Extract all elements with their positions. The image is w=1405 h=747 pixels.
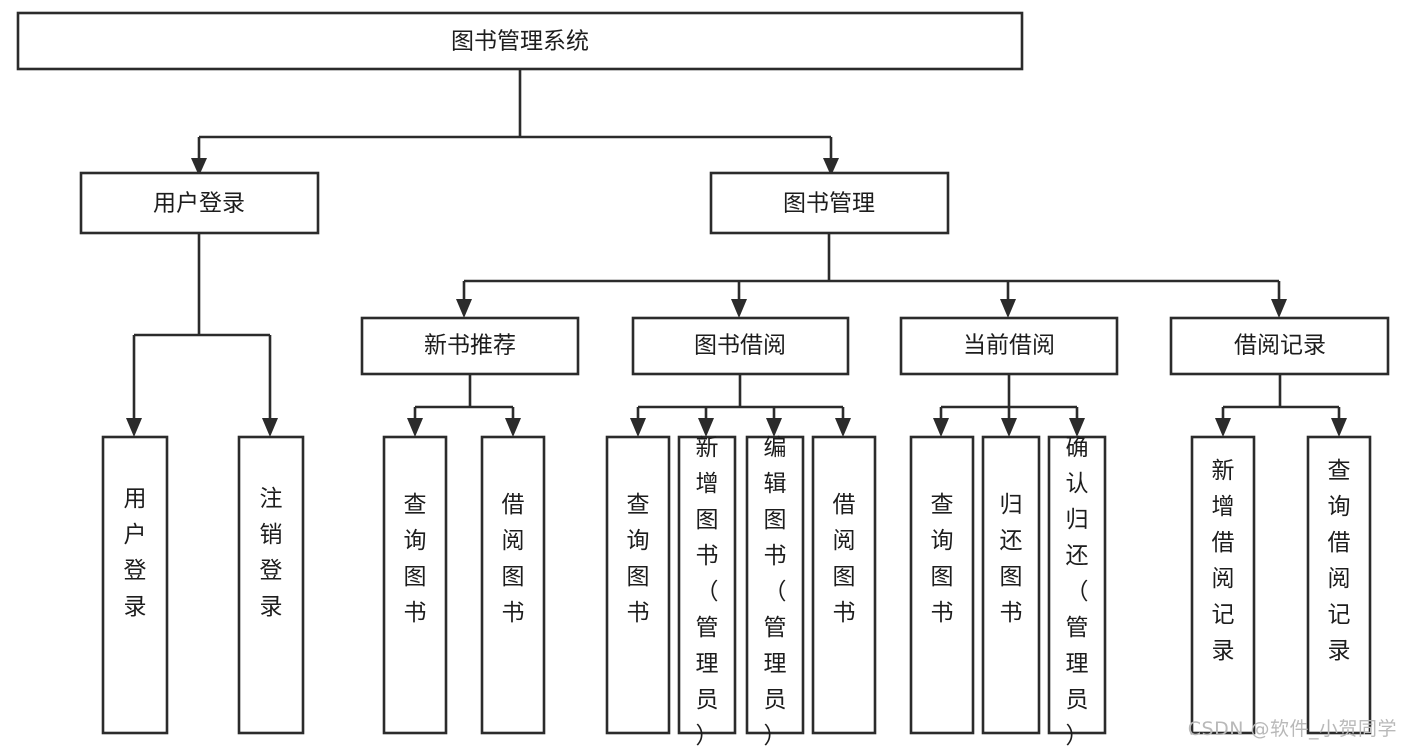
arrowhead-leaf-query-book-2 bbox=[630, 418, 646, 437]
arrowhead-leaf-borrow-book-1 bbox=[505, 418, 521, 437]
arrowhead-leaf-query-book-3 bbox=[933, 418, 949, 437]
node-leaf-borrow-book-1-label: 借阅图书 bbox=[502, 492, 525, 626]
node-login-label: 用户登录 bbox=[153, 191, 245, 217]
node-leaf-add-record[interactable]: 新增借阅记录 bbox=[1190, 435, 1256, 735]
node-current-label: 当前借阅 bbox=[963, 333, 1055, 359]
node-leaf-query-book-1[interactable]: 查询图书 bbox=[382, 435, 448, 735]
connector-bookmgmt-bus bbox=[462, 233, 1281, 301]
node-leaf-return-book[interactable]: 归还图书 bbox=[981, 435, 1041, 735]
node-leaf-confirm-return-label: 确认归还（管理员） bbox=[1066, 435, 1089, 747]
node-root-box[interactable] bbox=[16, 11, 1024, 71]
node-leaf-borrow-book-2-box[interactable] bbox=[811, 435, 877, 735]
node-records-label: 借阅记录 bbox=[1234, 333, 1326, 359]
node-leaf-edit-book-box[interactable] bbox=[745, 435, 805, 735]
arrowhead-current bbox=[1000, 299, 1016, 318]
node-newbook[interactable]: 新书推荐 bbox=[360, 316, 580, 376]
node-borrow[interactable]: 图书借阅 bbox=[631, 316, 850, 376]
node-current[interactable]: 当前借阅 bbox=[899, 316, 1119, 376]
arrowhead-leaf-user-logout bbox=[262, 418, 278, 437]
node-login-box[interactable] bbox=[79, 171, 320, 235]
node-root[interactable]: 图书管理系统 bbox=[16, 11, 1024, 71]
node-records[interactable]: 借阅记录 bbox=[1169, 316, 1390, 376]
node-borrow-label: 图书借阅 bbox=[694, 333, 786, 359]
node-leaf-user-logout-label: 注销登录 bbox=[260, 486, 283, 620]
node-newbook-label: 新书推荐 bbox=[424, 333, 516, 359]
node-newbook-box[interactable] bbox=[360, 316, 580, 376]
arrowhead-records bbox=[1271, 299, 1287, 318]
arrowhead-leaf-query-record bbox=[1331, 418, 1347, 437]
connector-borrow-bus bbox=[636, 374, 845, 420]
node-leaf-borrow-book-1-box[interactable] bbox=[480, 435, 546, 735]
arrowhead-leaf-borrow-book-2 bbox=[835, 418, 851, 437]
connector-records-bus bbox=[1221, 374, 1341, 420]
arrowhead-leaf-edit-book bbox=[766, 418, 782, 437]
node-records-box[interactable] bbox=[1169, 316, 1390, 376]
arrowhead-leaf-user-login bbox=[126, 418, 142, 437]
connector-login-bus bbox=[132, 233, 272, 420]
node-leaf-query-book-3-label: 查询图书 bbox=[931, 492, 954, 626]
node-leaf-borrow-book-2-label: 借阅图书 bbox=[833, 492, 856, 626]
connector-current-bus bbox=[939, 374, 1079, 420]
arrowhead-leaf-return-book bbox=[1001, 418, 1017, 437]
arrowhead-leaf-query-book-1 bbox=[407, 418, 423, 437]
node-leaf-query-book-2[interactable]: 查询图书 bbox=[605, 435, 671, 735]
arrowhead-leaf-add-book bbox=[698, 418, 714, 437]
node-leaf-borrow-book-2[interactable]: 借阅图书 bbox=[811, 435, 877, 735]
node-borrow-box[interactable] bbox=[631, 316, 850, 376]
node-leaf-query-record-label: 查询借阅记录 bbox=[1328, 458, 1351, 664]
node-bookmgmt-box[interactable] bbox=[709, 171, 950, 235]
node-root-label: 图书管理系统 bbox=[451, 29, 589, 55]
node-leaf-return-book-box[interactable] bbox=[981, 435, 1041, 735]
node-leaf-query-book-3-box[interactable] bbox=[909, 435, 975, 735]
arrowhead-login bbox=[191, 158, 207, 176]
connector-root-bus bbox=[197, 69, 833, 160]
node-leaf-add-record-box[interactable] bbox=[1190, 435, 1256, 735]
arrowhead-newbook bbox=[456, 299, 472, 318]
node-leaf-edit-book-label: 编辑图书（管理员） bbox=[764, 435, 787, 747]
connector-newbook-bus bbox=[413, 374, 515, 420]
csdn-watermark: CSDN @软件_小贺同学 bbox=[1187, 718, 1397, 740]
node-leaf-confirm-return-box[interactable] bbox=[1047, 435, 1107, 735]
node-leaf-add-book-label: 新增图书（管理员） bbox=[696, 435, 719, 747]
node-leaf-query-book-1-label: 查询图书 bbox=[404, 492, 427, 626]
arrowhead-bookmgmt bbox=[823, 158, 839, 176]
node-current-box[interactable] bbox=[899, 316, 1119, 376]
node-leaf-add-book[interactable]: 新增图书（管理员） bbox=[677, 435, 737, 747]
node-leaf-query-record-box[interactable] bbox=[1306, 435, 1372, 735]
node-leaf-query-book-2-label: 查询图书 bbox=[627, 492, 650, 626]
node-login[interactable]: 用户登录 bbox=[79, 171, 320, 235]
node-leaf-user-logout[interactable]: 注销登录 bbox=[237, 435, 305, 735]
node-leaf-query-book-3[interactable]: 查询图书 bbox=[909, 435, 975, 735]
arrowhead-leaf-add-record bbox=[1215, 418, 1231, 437]
node-bookmgmt[interactable]: 图书管理 bbox=[709, 171, 950, 235]
node-leaf-add-book-box[interactable] bbox=[677, 435, 737, 735]
node-leaf-user-login-box[interactable] bbox=[101, 435, 169, 735]
node-leaf-user-logout-box[interactable] bbox=[237, 435, 305, 735]
node-leaf-confirm-return[interactable]: 确认归还（管理员） bbox=[1047, 435, 1107, 747]
node-leaf-edit-book[interactable]: 编辑图书（管理员） bbox=[745, 435, 805, 747]
node-leaf-borrow-book-1[interactable]: 借阅图书 bbox=[480, 435, 546, 735]
node-leaf-add-record-label: 新增借阅记录 bbox=[1212, 458, 1235, 664]
connector-layer bbox=[126, 69, 1347, 437]
arrowhead-leaf-confirm-return bbox=[1069, 418, 1085, 437]
arrowhead-borrow bbox=[731, 299, 747, 318]
node-leaf-query-book-2-box[interactable] bbox=[605, 435, 671, 735]
node-leaf-user-login-label: 用户登录 bbox=[124, 486, 147, 620]
node-leaf-return-book-label: 归还图书 bbox=[1000, 492, 1023, 626]
node-bookmgmt-label: 图书管理 bbox=[783, 191, 875, 217]
node-leaf-query-record[interactable]: 查询借阅记录 bbox=[1306, 435, 1372, 735]
node-leaf-query-book-1-box[interactable] bbox=[382, 435, 448, 735]
node-leaf-user-login[interactable]: 用户登录 bbox=[101, 435, 169, 735]
